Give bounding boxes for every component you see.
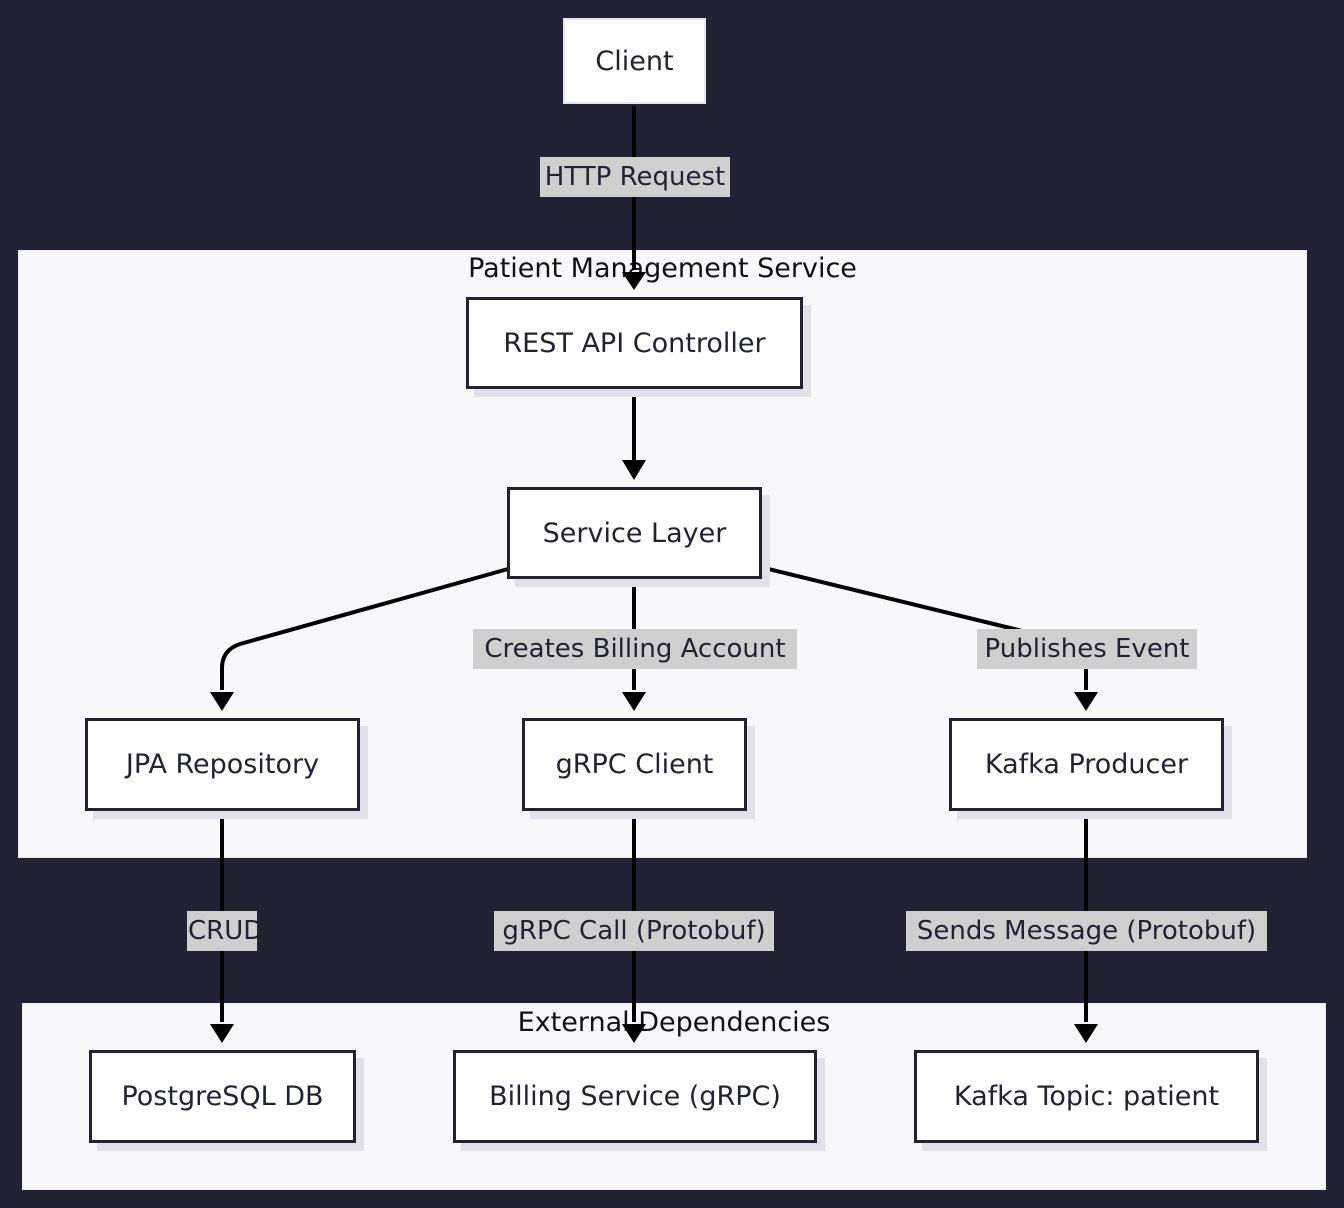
external-dependencies-cluster-title: External Dependencies [517, 1007, 831, 1038]
arrowhead-controller [622, 272, 646, 290]
arrowhead-jpa [210, 692, 234, 711]
arrowhead-topic [1074, 1024, 1098, 1043]
service-layer-node[interactable]: Service Layer [507, 487, 762, 579]
arrowhead-grpc-client [622, 692, 646, 711]
arrowhead-billing [622, 1024, 646, 1043]
edge-label-publishes-event: Publishes Event [977, 629, 1197, 669]
client-node[interactable]: Client [563, 18, 706, 104]
billing-service-node[interactable]: Billing Service (gRPC) [453, 1050, 817, 1143]
kafka-topic-node[interactable]: Kafka Topic: patient [914, 1050, 1259, 1143]
postgresql-db-node[interactable]: PostgreSQL DB [89, 1050, 356, 1143]
edge-label-sends-message: Sends Message (Protobuf) [906, 911, 1267, 951]
rest-api-controller-node[interactable]: REST API Controller [466, 297, 803, 389]
kafka-producer-node[interactable]: Kafka Producer [949, 718, 1224, 811]
jpa-repository-node[interactable]: JPA Repository [85, 718, 360, 811]
edge-label-http-request: HTTP Request [540, 157, 730, 197]
edge-label-crud: CRUD [187, 911, 263, 951]
arrowhead-postgres [210, 1024, 234, 1043]
arrowhead-service [622, 460, 646, 480]
edge-service-to-jpa [220, 567, 509, 690]
edge-label-grpc-call: gRPC Call (Protobuf) [494, 911, 774, 951]
edge-label-creates-billing: Creates Billing Account [473, 629, 797, 669]
grpc-client-node[interactable]: gRPC Client [522, 718, 747, 811]
patient-service-cluster-title: Patient Management Service [468, 253, 857, 284]
arrowhead-kafka-producer [1074, 692, 1098, 711]
